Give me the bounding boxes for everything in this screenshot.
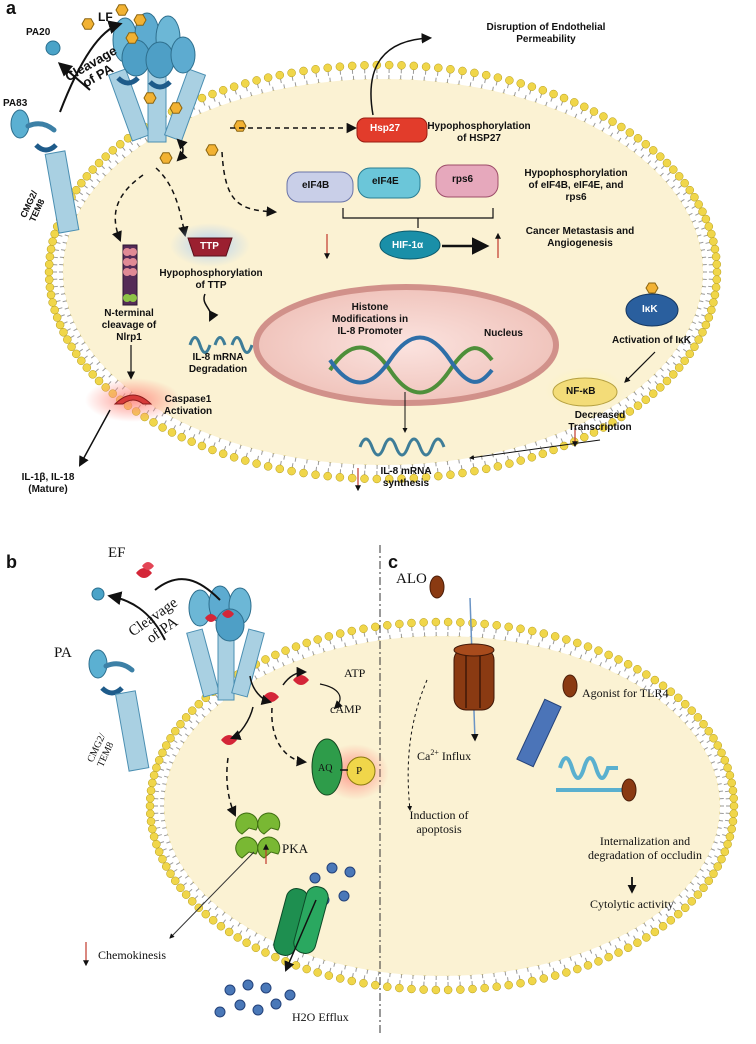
panel-label-c: c [388,552,398,573]
h2o-efflux-label: H2O Efflux [292,1010,349,1024]
nlrp1-protein [123,245,137,305]
cell-bc [146,618,738,994]
pa-protein-b [89,650,132,678]
alo-pore [454,644,494,710]
eif4e-name: eIF4E [372,176,399,188]
eif4b-name: eIF4B [302,180,329,192]
hsp27-name: Hsp27 [370,123,400,135]
cytolytic-label: Cytolytic activity [590,897,674,911]
pa83-protein [11,110,54,138]
lf-label: LF [98,11,113,23]
ikk-name: IκK [642,304,658,316]
pa20-label: PA20 [26,27,50,39]
chemokinesis-label: Chemokinesis [98,948,166,962]
agonist-label: Agonist for TLR4 [582,686,668,700]
ef-label: EF [108,546,126,560]
ikk-label: Activation of IκK [612,335,691,347]
alo-label: ALO [396,572,427,586]
ca-influx-label: Ca2+ Influx [417,746,471,763]
rps6-name: rps6 [452,174,473,186]
agonist-toxin [563,675,577,697]
alo-toxin [430,576,444,598]
nucleus-label: Nucleus [484,328,523,340]
pka-label: PKA [282,842,308,856]
nfkb-name: NF-κB [566,386,595,398]
pa20-ball [46,41,60,55]
panel-label-b: b [6,552,17,573]
panel-label-a: a [6,0,16,19]
ef-toxin [136,562,154,578]
pa-label: PA [54,646,72,660]
il1-label: IL-1β, IL-18(Mature) [8,472,88,496]
p-label: P [356,764,362,778]
pa83-label: PA83 [3,98,27,110]
water-molecules-outside [215,980,295,1017]
ttp-name: TTP [200,241,219,253]
camp-label: cAMP [330,702,361,716]
atp-label: ATP [344,666,365,680]
aq-label: AQ [318,762,332,776]
hif-name: HIF-1α [392,240,423,252]
